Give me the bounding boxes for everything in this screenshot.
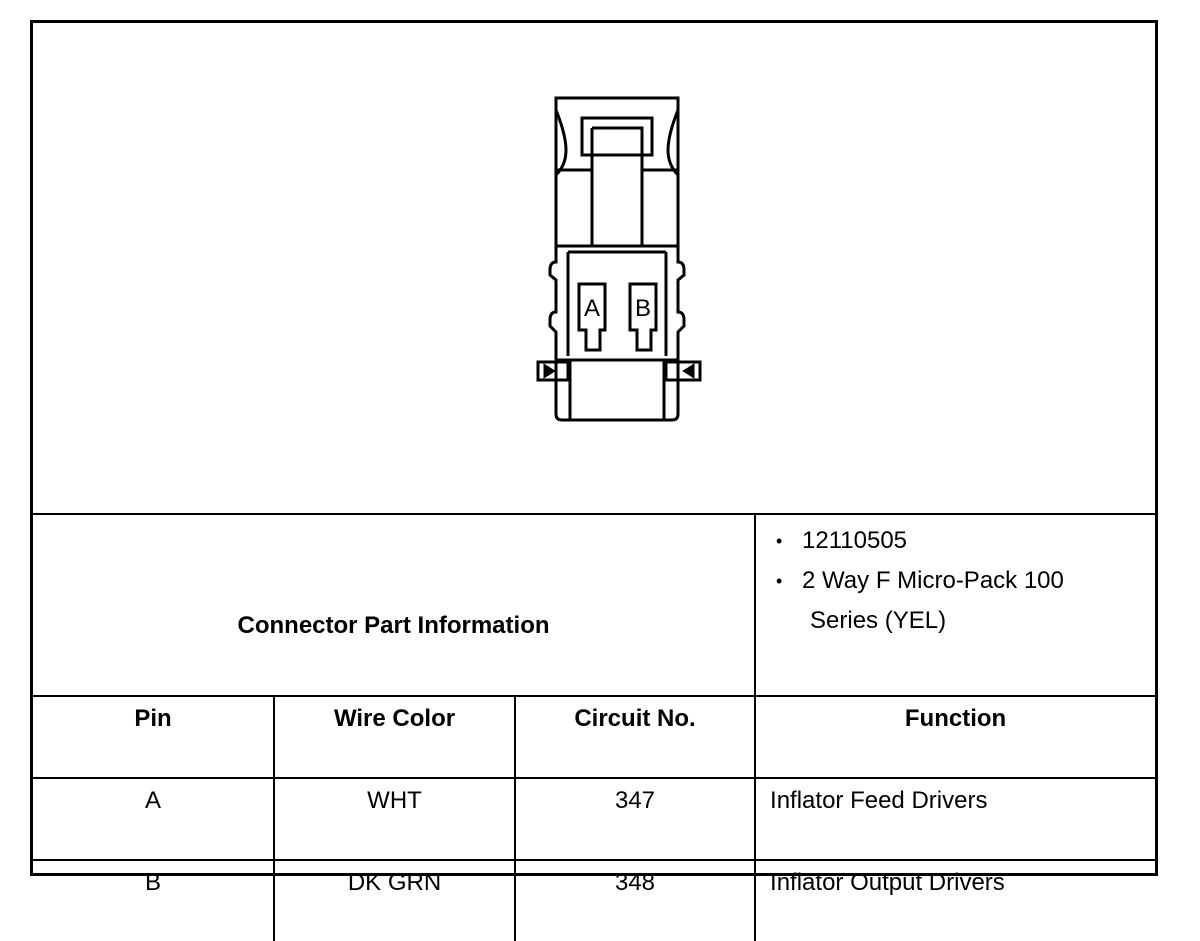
pin-label-a: A	[584, 295, 600, 322]
body-inner-lines	[566, 252, 668, 356]
pin-label-b: B	[635, 295, 651, 322]
cell-wire-color: WHT	[273, 777, 516, 861]
info-item-description-line1: 2 Way F Micro-Pack 100	[802, 567, 1064, 594]
shroud-inner-lines	[568, 360, 666, 420]
lock-tab-right	[664, 360, 702, 382]
cell-pin: A	[33, 777, 275, 861]
cavity-b	[628, 282, 658, 352]
info-item-part-number: 12110505	[776, 521, 1145, 561]
cell-function: Inflator Output Drivers	[754, 859, 1156, 941]
cell-circuit: 348	[513, 859, 757, 941]
cell-function: Inflator Feed Drivers	[754, 777, 1156, 861]
header-circuit: Circuit No.	[513, 695, 757, 779]
cavity-a	[577, 282, 607, 352]
info-item-description-line2: Series (YEL)	[810, 607, 947, 634]
lock-tab-left	[536, 360, 570, 382]
connector-figure-area: A B	[33, 23, 1155, 513]
info-title: Connector Part Information	[33, 513, 757, 697]
latch-button	[580, 116, 654, 157]
cell-wire-color: DK GRN	[273, 859, 516, 941]
tab-arrow-left	[543, 363, 556, 379]
header-wire-color: Wire Color	[273, 695, 516, 779]
latch-button-inner	[592, 126, 644, 155]
connector-table: Connector Part Information 12110505 2 Wa…	[33, 513, 1156, 941]
table-row: B DK GRN 348 Inflator Output Drivers	[33, 859, 1156, 941]
cell-circuit: 347	[513, 777, 757, 861]
connector-illustration: A B	[536, 96, 702, 422]
header-function: Function	[754, 695, 1156, 779]
header-row: Pin Wire Color Circuit No. Function	[33, 695, 1156, 779]
connector-latch-outline	[554, 96, 680, 248]
table-row: A WHT 347 Inflator Feed Drivers	[33, 777, 1156, 861]
connector-body	[548, 244, 686, 362]
tab-arrow-right	[682, 363, 695, 379]
header-pin: Pin	[33, 695, 275, 779]
connector-shroud	[554, 360, 680, 422]
cell-pin: B	[33, 859, 275, 941]
info-row: Connector Part Information 12110505 2 Wa…	[33, 513, 1156, 697]
connector-sheet: A B Connector Part Information 12110505 …	[30, 20, 1158, 941]
